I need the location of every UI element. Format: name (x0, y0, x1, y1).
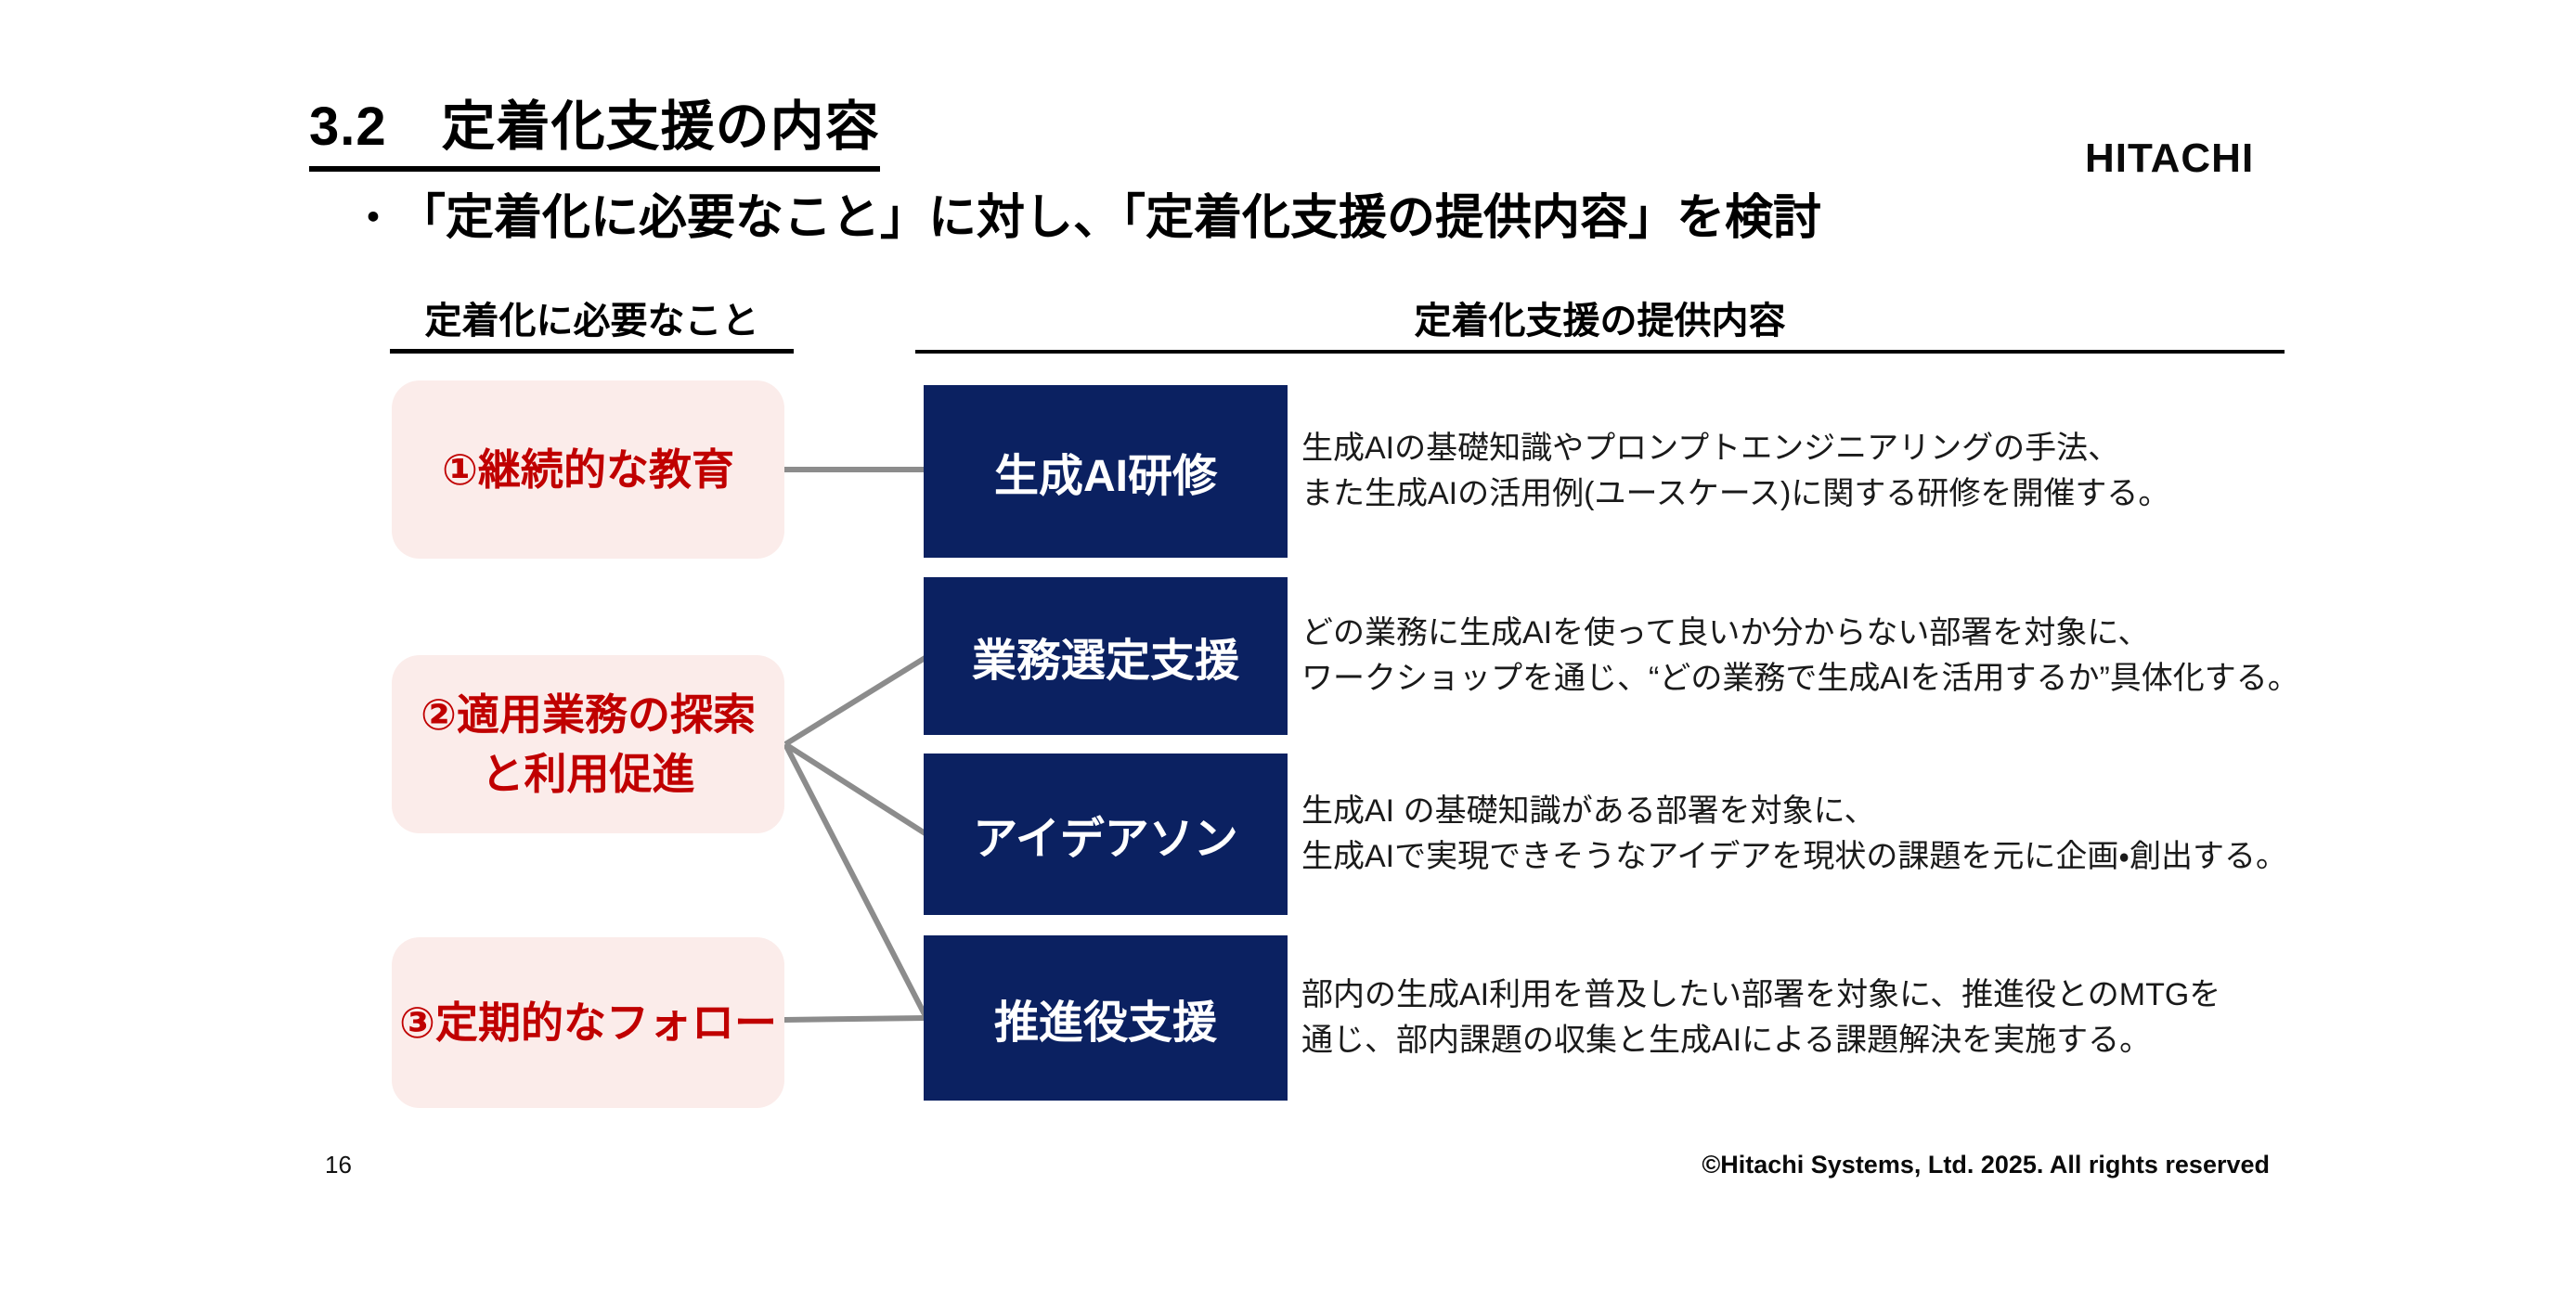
offer-description-promoter-support: 部内の生成AI利用を普及したい部署を対象に、推進役とのMTGを 通じ、部内課題の… (1301, 976, 2221, 1058)
page-title: 3.2 定着化支援の内容 (309, 97, 880, 172)
copyright-text: ©Hitachi Systems, Ltd. 2025. All rights … (1702, 1151, 2270, 1179)
need-box-periodic-follow: ③定期的なフォロー (392, 937, 784, 1108)
bullet-icon: ・ (353, 195, 394, 241)
connector-need3-offer4 (783, 1015, 927, 1023)
offer-box-promoter-support: 推進役支援 (924, 935, 1288, 1101)
connector-need2-offer3 (783, 741, 928, 837)
subtitle-text: 「定着化に必要なこと」に対し、「定着化支援の提供内容」を検討 (397, 191, 1822, 245)
offer-description-genai-training: 生成AIの基礎知識やプロンプトエンジニアリングの手法、 また生成AIの活用例(ユ… (1301, 430, 2170, 511)
offer-description-task-selection-support: どの業務に生成AIを使って良いか分からない部署を対象に、 ワークショップを通じ、… (1301, 614, 2299, 696)
connector-need2-offer2 (783, 654, 928, 747)
subtitle-bullet-row: ・ 「定着化に必要なこと」に対し、「定着化支援の提供内容」を検討 (353, 191, 1821, 247)
needs-column-header: 定着化に必要なこと (424, 301, 759, 341)
hitachi-logo: HITACHI (2085, 135, 2255, 181)
offerings-header-underline (915, 350, 2285, 354)
offerings-column-header: 定着化支援の提供内容 (1414, 301, 1786, 341)
needs-header-underline (390, 349, 794, 354)
offer-box-ideathon: アイデアソン (924, 754, 1288, 915)
need-box-continuous-education: ①継続的な教育 (392, 380, 784, 559)
need-box-explore-applicable-work: ②適用業務の探索 と利用促進 (392, 655, 784, 833)
offer-box-task-selection-support: 業務選定支援 (924, 577, 1288, 735)
offer-box-genai-training: 生成AI研修 (924, 385, 1288, 558)
connector-need2-offer4 (783, 742, 929, 1020)
offer-description-ideathon: 生成AI の基礎知識がある部署を対象に、 生成AIで実現できそうなアイデアを現状… (1301, 792, 2287, 874)
page-number: 16 (325, 1151, 352, 1179)
